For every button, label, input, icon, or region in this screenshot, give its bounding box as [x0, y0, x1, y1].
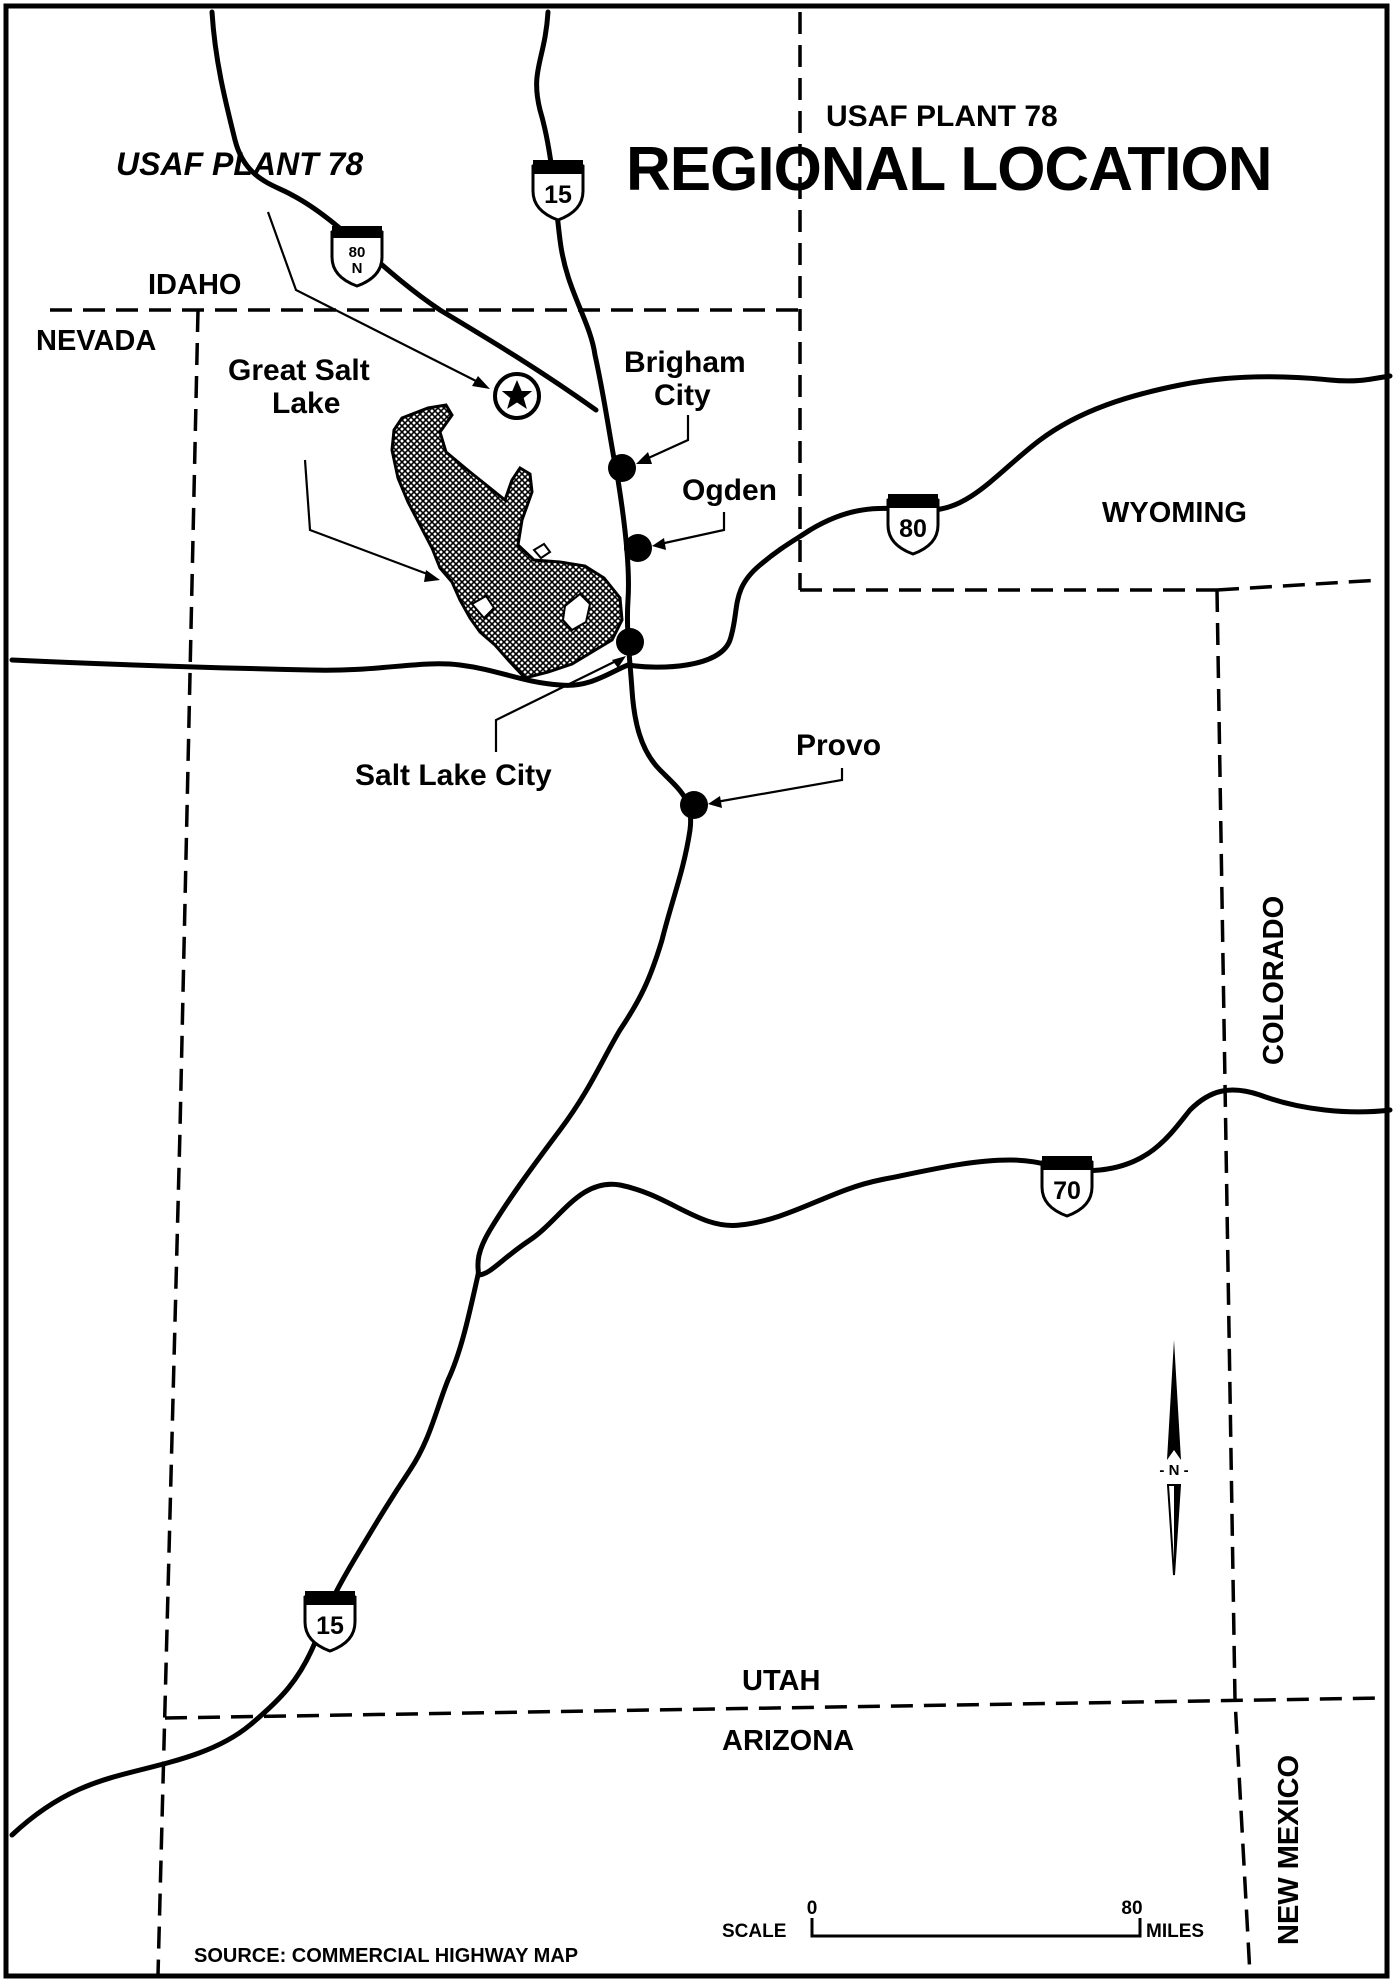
- label-provo: Provo: [796, 729, 881, 762]
- label-colorado: COLORADO: [1258, 896, 1290, 1065]
- shield-i80n-suffix: N: [352, 260, 363, 277]
- shield-i80-number: 80: [899, 515, 927, 543]
- shield-i80: 80: [886, 494, 940, 556]
- shield-i70: 70: [1040, 1156, 1094, 1218]
- scale-unit: MILES: [1146, 1921, 1204, 1942]
- shield-i70-number: 70: [1053, 1177, 1081, 1205]
- page-title: REGIONAL LOCATION: [626, 135, 1271, 204]
- road-i15-north: [475, 9, 694, 1278]
- scale-bar: SCALE 0 80 MILES: [722, 1898, 1204, 1942]
- label-wyoming: WYOMING: [1102, 497, 1247, 529]
- road-i80-east: [625, 373, 1393, 670]
- city-dot-brigham-city: [608, 454, 636, 482]
- north-arrow: - N -: [1159, 1340, 1189, 1576]
- border-wyoming-colorado: [1216, 578, 1381, 592]
- scale-start: 0: [807, 1898, 818, 1919]
- source-note: SOURCE: COMMERCIAL HIGHWAY MAP: [194, 1945, 578, 1967]
- border-utah-arizona: [164, 1696, 1383, 1720]
- label-brigham-city-line1: Brigham: [624, 346, 746, 379]
- compass-label: - N -: [1159, 1462, 1188, 1479]
- label-arizona: ARIZONA: [722, 1725, 854, 1757]
- shield-i80n-number: 80: [349, 244, 366, 261]
- leader-lines: [266, 211, 844, 808]
- label-utah: UTAH: [742, 1665, 820, 1697]
- road-i15-south: [9, 1272, 481, 1838]
- road-i80n: [289, 192, 599, 413]
- plant-marker: [493, 372, 541, 420]
- road-i80-west: [9, 657, 631, 688]
- state-borders: [50, 12, 1383, 1976]
- border-nevada-utah: [156, 309, 200, 1976]
- north-arrow-upper: [1167, 1340, 1181, 1460]
- shield-i15-south: 15: [303, 1591, 357, 1653]
- shield-i15-north: 15: [531, 160, 585, 222]
- highways: [9, 9, 1393, 1838]
- road-west-north: [209, 9, 295, 198]
- border-colorado-utah: [1215, 589, 1252, 1976]
- scale-end: 80: [1121, 1898, 1142, 1919]
- city-dot-salt-lake-city: [616, 628, 644, 656]
- great-salt-lake: [390, 403, 624, 680]
- shield-i15-south-number: 15: [316, 1612, 344, 1640]
- label-new-mexico: NEW MEXICO: [1273, 1755, 1305, 1945]
- label-ogden: Ogden: [682, 474, 777, 507]
- label-salt-lake-city: Salt Lake City: [355, 759, 552, 792]
- star-icon: [501, 380, 533, 409]
- shield-i15-north-number: 15: [544, 181, 572, 209]
- shield-i80n: 80 N: [330, 226, 384, 288]
- lake-shape: [390, 403, 624, 680]
- label-brigham-city-line2: City: [654, 379, 711, 412]
- lake-island-3: [532, 542, 552, 560]
- lake-island-1: [561, 592, 592, 632]
- label-idaho: IDAHO: [148, 269, 241, 301]
- label-great-salt-lake-line2: Lake: [272, 387, 340, 420]
- label-nevada: NEVADA: [36, 325, 156, 357]
- city-markers: [608, 454, 708, 819]
- lake-island-2: [470, 594, 496, 620]
- city-dot-ogden: [624, 534, 652, 562]
- label-usaf-plant-78: USAF PLANT 78: [116, 146, 363, 182]
- map-frame: [3, 3, 1390, 1979]
- road-i70: [475, 1087, 1393, 1278]
- city-dot-provo: [680, 791, 708, 819]
- scale-line: [810, 1918, 1142, 1938]
- title-subtitle: USAF PLANT 78: [826, 100, 1058, 133]
- label-great-salt-lake-line1: Great Salt: [228, 354, 370, 387]
- scale-label: SCALE: [722, 1921, 786, 1942]
